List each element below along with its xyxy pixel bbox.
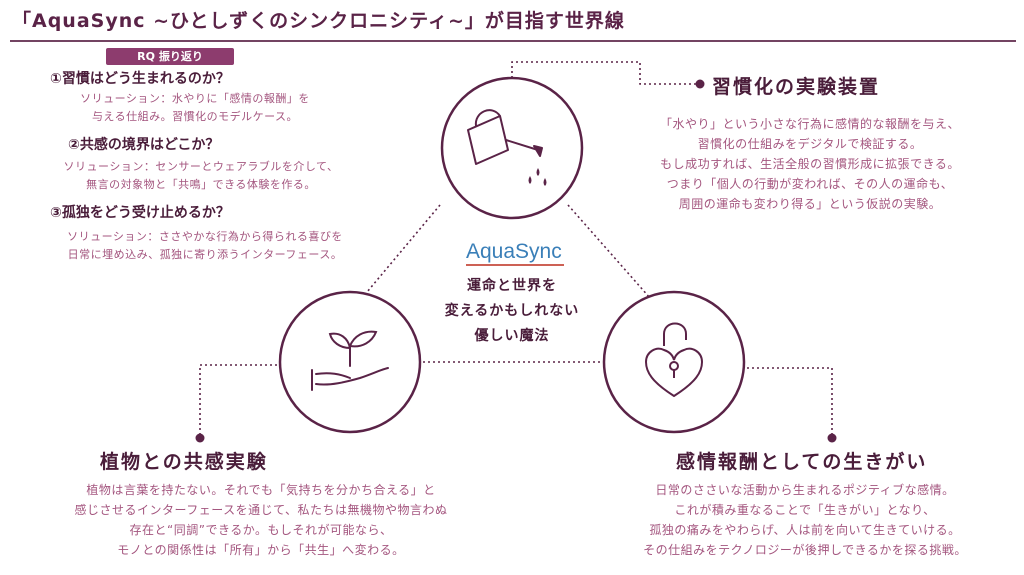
rq-solution-3-line-1: ソリューション：ささやかな行為から得られる喜びを <box>67 230 343 243</box>
rq-question-3: ③孤独をどう受け止めるか？ <box>50 205 230 221</box>
circle-top <box>440 76 584 220</box>
habit-line-5: 周囲の運命も変わり得る」という仮説の実験。 <box>678 197 942 211</box>
reward-line-2: これが積み重なることで「生きがい」となり、 <box>674 503 936 517</box>
connector-reward <box>742 367 833 436</box>
habit-line-2: 習慣化の仕組みをデジタルで検証する。 <box>697 137 923 151</box>
rq-solution-3-line-2: 日常に埋め込み、孤独に寄り添うインターフェース。 <box>67 248 343 261</box>
center-tagline-line-3: 優しい魔法 <box>474 328 550 344</box>
rq-solution-1-line-2: 与える仕組み。習慣化のモデルケース。 <box>91 110 299 123</box>
rq-solution-2-line-1: ソリューション：センサーとウェアラブルを介して、 <box>63 160 339 173</box>
connector-top-right <box>567 204 651 299</box>
rq-badge: RQ 振り返り <box>106 48 234 65</box>
water-drops <box>528 168 547 186</box>
title-divider <box>10 40 1016 42</box>
dot-reward <box>827 433 837 443</box>
connector-plant <box>199 364 282 436</box>
plant-line-3: 存在と“同調”できるか。もしそれが可能なら、 <box>129 523 393 537</box>
center-tagline-line-2: 変えるかもしれない <box>444 303 580 319</box>
reward-line-1: 日常のささいな活動から生まれるポジティブな感情。 <box>655 483 955 497</box>
habit-line-4: つまり「個人の行動が変われば、その人の運命も、 <box>666 177 954 191</box>
plant-line-4: モノとの関係性は「所有」から「共生」へ変わる。 <box>117 543 405 557</box>
heart-padlock-icon <box>644 322 704 398</box>
dot-plant <box>195 433 205 443</box>
reward-heading: 感情報酬としての生きがい <box>676 451 928 473</box>
connector-habit <box>511 61 700 88</box>
brand-underline <box>466 264 564 266</box>
habit-heading: 習慣化の実験装置 <box>712 76 881 98</box>
rq-question-2: ②共感の境界はどこか？ <box>68 137 220 153</box>
rq-solution-2: ソリューション：センサーとウェアラブルを介して、 無言の対象物と「共鳴」できる体… <box>16 158 386 194</box>
plant-line-2: 感じさせるインターフェースを通じて、私たちは無機物や物言わぬ <box>74 503 448 517</box>
rq-solution-2-line-2: 無言の対象物と「共鳴」できる体験を作る。 <box>86 178 316 191</box>
rq-solution-3: ソリューション：ささやかな行為から得られる喜びを 日常に埋め込み、孤独に寄り添う… <box>10 228 400 264</box>
reward-body: 日常のささいな活動から生まれるポジティブな感情。 これが積み重なることで「生きが… <box>586 480 1024 560</box>
rq-solution-1: ソリューション：水やりに「感情の報酬」を 与える仕組み。習慣化のモデルケース。 <box>20 90 370 126</box>
sprout-in-hand-icon <box>311 330 389 391</box>
center-tagline: 運命と世界を 変えるかもしれない 優しい魔法 <box>422 274 602 349</box>
center-brand: AquaSync <box>466 240 562 263</box>
page-title: 「AquaSync ~ひとしずくのシンクロニシティ~」が目指す世界線 <box>12 10 625 32</box>
reward-line-4: その仕組みをテクノロジーが後押しできるかを探る挑戦。 <box>643 543 967 557</box>
plant-line-1: 植物は言葉を持たない。それでも「気持ちを分かち合える」と <box>86 483 436 497</box>
rq-question-1: ①習慣はどう生まれるのか？ <box>50 71 230 87</box>
dot-habit <box>695 79 705 89</box>
habit-line-1: 「水やり」という小さな行為に感情的な報酬を与え、 <box>659 117 960 131</box>
habit-body: 「水やり」という小さな行為に感情的な報酬を与え、 習慣化の仕組みをデジタルで検証… <box>596 114 1024 214</box>
habit-line-3: もし成功すれば、生活全般の習慣形成に拡張できる。 <box>660 157 960 171</box>
reward-line-3: 孤独の痛みをやわらげ、人は前を向いて生きていける。 <box>649 523 961 537</box>
rq-solution-1-line-1: ソリューション：水やりに「感情の報酬」を <box>80 92 310 105</box>
plant-body: 植物は言葉を持たない。それでも「気持ちを分かち合える」と 感じさせるインターフェ… <box>6 480 516 560</box>
connector-top-left <box>361 204 441 299</box>
watering-can-icon <box>467 109 543 165</box>
center-tagline-line-1: 運命と世界を <box>467 278 557 294</box>
plant-heading: 植物との共感実験 <box>100 451 268 473</box>
